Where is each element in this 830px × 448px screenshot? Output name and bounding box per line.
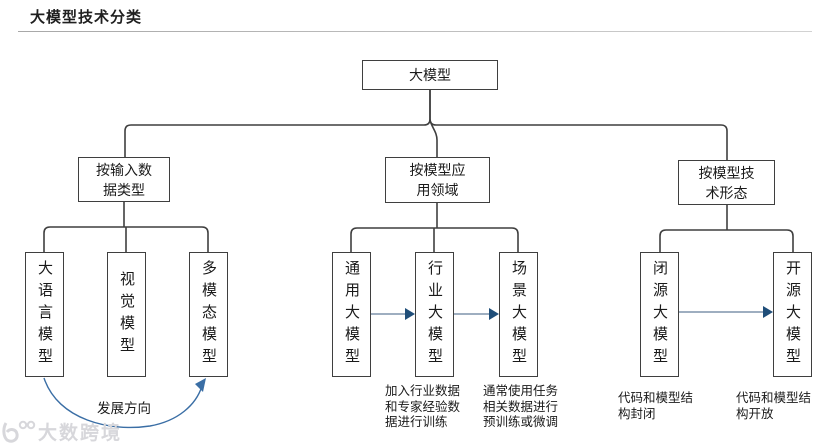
caption-scenario-model: 通常使用任务 相关数据进行 预训练或微调 — [483, 384, 559, 429]
connector-right-bar — [659, 229, 794, 252]
root-node: 大模型 — [362, 60, 498, 90]
branch-header-application-label: 按模型应 用领域 — [409, 162, 466, 198]
leaf-node-open-source-model: 开源大模型 — [773, 252, 812, 377]
arrowhead-general-to-industry-icon — [405, 308, 415, 320]
leaf-node-scenario-model: 场景大模型 — [499, 252, 538, 377]
connector-root-to-middle — [429, 119, 438, 157]
branch-header-input-type: 按输入数 据类型 — [78, 157, 170, 202]
leaf-node-llm: 大语言模型 — [25, 252, 64, 377]
arrowhead-closed-to-open-icon — [763, 306, 773, 318]
leaf-node-industry-model: 行业大模型 — [415, 252, 454, 377]
flow-direction-arrowhead-icon — [195, 378, 206, 392]
caption-closed-source: 代码和模型结 构封闭 — [618, 391, 694, 421]
branch-header-tech-form: 按模型技 术形态 — [678, 160, 775, 205]
watermark: 大数跨境 — [2, 418, 122, 445]
connector-root-to-left — [124, 90, 431, 157]
leaf-node-closed-source-model: 闭源大模型 — [640, 252, 679, 377]
flow-direction-curve — [43, 377, 203, 429]
branch-header-input-type-label: 按输入数 据类型 — [96, 161, 152, 198]
watermark-text: 大数跨境 — [38, 423, 123, 444]
caption-industry-model: 加入行业数据 和专家经验数 据进行训练 — [385, 384, 461, 429]
leaf-node-general-model: 通用大模型 — [332, 252, 371, 377]
branch-header-application: 按模型应 用领域 — [385, 157, 490, 203]
watermark-logo-icon — [2, 420, 36, 443]
leaf-node-vision-model: 视觉模型 — [107, 252, 146, 377]
caption-open-source: 代码和模型结 构开放 — [736, 391, 812, 421]
title-divider — [18, 31, 812, 32]
root-node-label: 大模型 — [409, 67, 451, 83]
connector-root-to-right — [429, 90, 728, 160]
branch-header-tech-form-label: 按模型技 术形态 — [698, 164, 755, 201]
flow-direction-label: 发展方向 — [97, 401, 151, 416]
page-title: 大模型技术分类 — [30, 9, 143, 26]
leaf-node-multimodal-model: 多模态模型 — [189, 252, 228, 377]
arrowhead-industry-to-scenario-icon — [489, 308, 499, 320]
